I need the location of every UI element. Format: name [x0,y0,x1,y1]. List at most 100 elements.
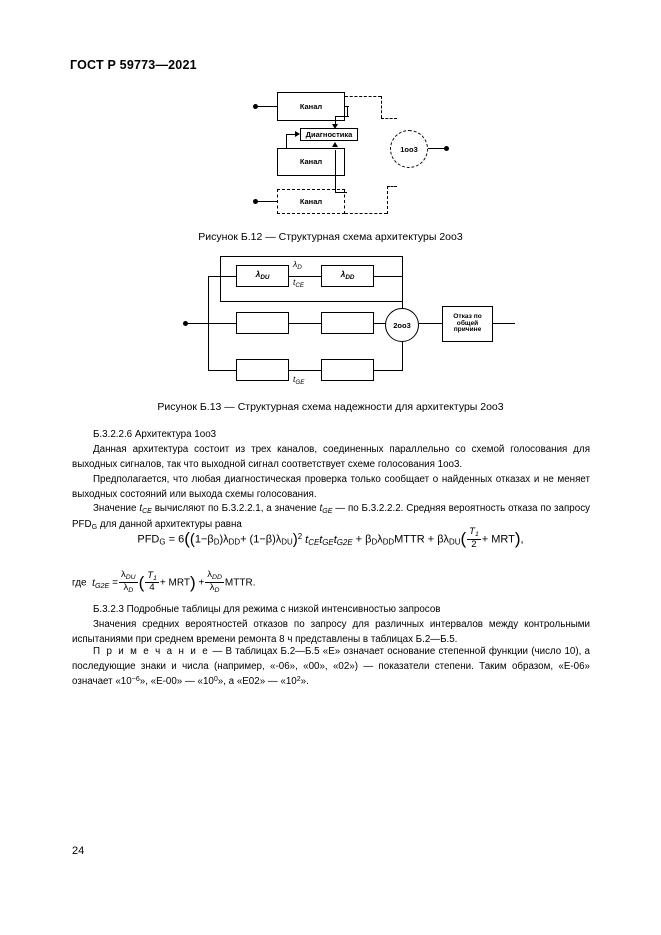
rbd-wire-voter-to-ccf [419,323,442,325]
rbd-block-r2c1 [236,312,289,334]
wire-ch1-down-a [347,106,349,117]
formula-pfd-g: PFDG = 6((1−βD)λDD+ (1−β)λDU)2 tCEtGEtG2… [0,526,661,551]
rbd-outer-right [402,256,404,276]
dashed-wire-ch3-a [345,213,387,214]
dashed-wire-ch1-c [381,118,397,119]
section-b32226-para-1: Данная архитектура состоит из трех канал… [72,443,590,470]
label-t-ge-bottom: tGE [293,374,305,386]
wire-out [428,148,446,150]
label-lambda-dd-r1: λDD [340,269,355,282]
channel-box-2: Канал [277,148,345,176]
arrow-into-diagnostics-top [332,124,338,129]
section-b323-heading: Б.3.2.3 Подробные таблицы для режима с н… [93,604,441,615]
voter-circle-2oo3: 2оо3 [385,308,419,342]
where-f2-num: λDD [205,569,224,583]
common-cause-failure-box: Отказ по общей причине [442,306,493,342]
rbd-r1-wire-in [208,276,236,278]
note-exponent-1: −6 [131,675,140,683]
page-number: 24 [72,845,85,857]
formula-open-paren-outer: ( [184,529,190,549]
label-lambda-d: λD [293,259,302,271]
section-b323-para-1: Значения средних вероятностей отказов по… [72,618,590,645]
section-b32226-heading: Б.3.2.2.6 Архитектура 1оо3 [93,429,217,440]
rbd-block-r3c2 [321,359,374,381]
wire-ch2-up [286,134,288,148]
dashed-wire-ch1-a [345,96,381,97]
formula-coef: 6 [178,533,185,546]
formula-frac-den: 2 [471,538,477,550]
rbd-r3-wire-in [208,370,236,372]
note-exponent-3: 2 [296,675,301,683]
wire-ch3-out-h [335,192,347,194]
where-plus: + [198,577,205,589]
para3-t-ce: tCE [139,503,152,516]
rbd-wire-input [185,323,209,325]
rbd-r2-wire-in [208,323,236,325]
rbd-outer-left [220,256,222,302]
rbd-r1-wire-mid [289,276,321,278]
formula-t-ce: tCE [305,533,320,547]
formula-term2-b-sub: DU [281,537,293,547]
figure-b12-diagram: Канал Диагностика Канал Канал 1оо3 [253,82,465,222]
rbd-r3-wire-mid [289,370,321,372]
formula-t-ge: tGE [319,533,334,547]
formula-lambda-du-sub: DU [449,537,461,547]
formula-plus-4: + MRT [481,533,515,546]
figure-b13-diagram: λDU λDD λD tCE tGE [180,255,520,395]
formula-beta-d-sub: D [371,537,378,547]
formula-plus-1: + ( [240,533,254,546]
where-p-plus: + MRT [159,577,190,589]
formula-close-paren-frac: ) [514,529,521,549]
rbd-block-r3c1 [236,359,289,381]
wire-ch1-to-diag-h [335,116,349,118]
figure-b12-caption: Рисунок Б.12 — Структурная схема архитек… [198,231,463,243]
section-b32226-para-2: Предполагается, что любая диагностическа… [72,473,590,500]
rbd-outer-top [220,256,403,258]
formula-lhs: PFD [137,533,160,546]
arrow-into-diagnostics-left [295,131,300,137]
where-f2-den: λD [209,581,220,594]
section-b32226-block: Б.3.2.2.6 Архитектура 1оо3 Данная архите… [72,428,590,534]
formula-tail: , [520,533,524,546]
note-text-d: ». [300,675,309,687]
note-paragraph: П р и м е ч а н и е — В таблицах Б.2—Б.5… [72,645,590,690]
rbd-wire-output [493,323,515,325]
formula-plus-3: + βλ [427,533,450,546]
where-p-num: T1 [145,569,159,584]
formula-eq: = [168,533,176,546]
formula-term2-b: )λ [272,533,282,546]
rbd-block-r2c2 [321,312,374,334]
rbd-outer-bottom [220,301,403,303]
para3-text-d: для данной архитектуры равна [97,519,242,531]
formula-close-paren-outer: ) [292,531,298,549]
para3-t-ge: tGE [319,503,333,516]
note-text-c: », а «Е02» — «10 [217,675,297,687]
para3-text-a: Значение [93,503,140,515]
label-lambda-du-r1: λDU [255,269,270,282]
where-close-paren: ) [190,572,196,592]
standard-header: ГОСТ Р 59773—2021 [70,58,197,72]
rbd-r3-wire-out [374,370,403,372]
where-eq: = [112,577,118,589]
note-block: П р и м е ч а н и е — В таблицах Б.2—Б.5… [72,645,590,690]
section-b323-block: Б.3.2.3 Подробные таблицы для режима с н… [72,603,590,648]
formula-frac-num: T1 [467,526,481,540]
where-label: где [72,577,87,589]
formula-term1-b: )λ [219,533,229,546]
formula-open-paren-1: ( [189,531,195,549]
wire-ch1-to-diag-v [335,116,337,125]
wire-ch3-up [335,150,337,193]
dashed-wire-ch1-b [381,96,382,118]
rbd-r1-wire-out [374,276,403,278]
formula-plus-2: + β [355,533,372,546]
note-dash: — [209,646,226,657]
wire-in-bottom [255,201,277,203]
rbd-block-r1c2: λDD [321,265,374,287]
channel-box-1: Канал [277,92,345,121]
where-mttr: MTTR. [224,577,256,589]
